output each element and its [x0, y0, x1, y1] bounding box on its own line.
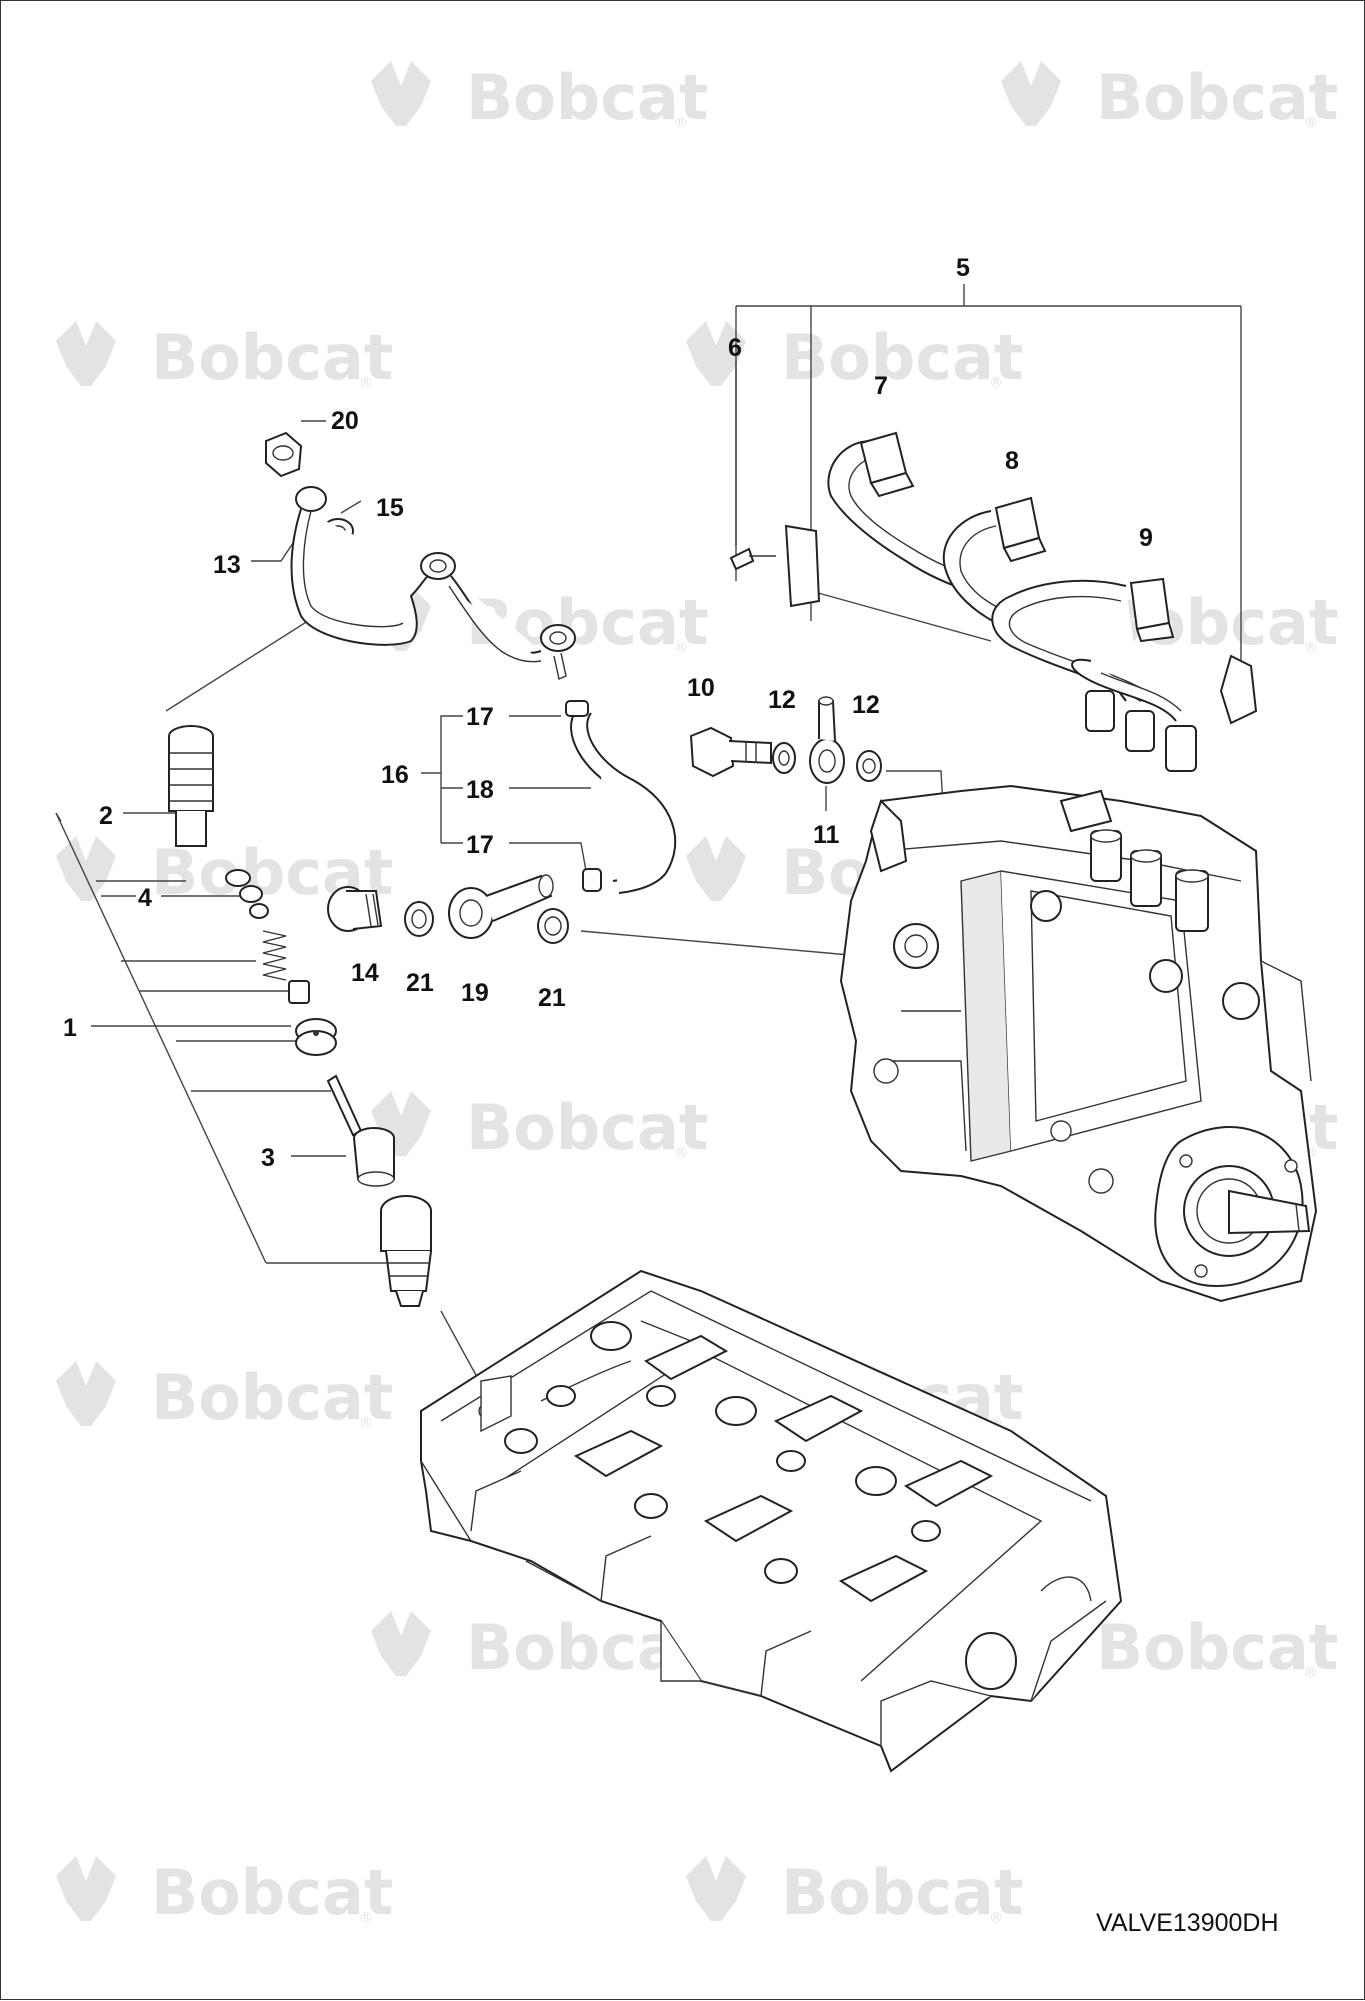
part-17-clamp-bottom	[582, 868, 602, 892]
watermark: Bobcat ®	[1001, 61, 1338, 134]
callout-11: 11	[813, 821, 840, 849]
callout-15: 15	[376, 494, 404, 522]
watermark: Bobcat ®	[371, 1611, 708, 1684]
watermark-text: Bobcat	[466, 61, 708, 134]
part-8-nut	[994, 496, 1047, 563]
svg-text:®: ®	[674, 640, 688, 656]
part-21-washer-left	[404, 901, 434, 937]
part-6-pipe-clamp	[729, 524, 1258, 725]
svg-text:®: ®	[674, 115, 688, 131]
watermark: Bobcat ®	[371, 1091, 708, 1164]
watermark: Bobcat ®	[56, 1361, 393, 1434]
watermark: Bobcat ®	[56, 836, 393, 909]
callout-10: 10	[687, 674, 715, 702]
part-5-injection-pipes	[827, 440, 1182, 722]
watermark-text: Bobcat	[1096, 1611, 1338, 1684]
part-10-bolt	[689, 726, 772, 778]
watermark: Bobcat ®	[686, 1856, 1023, 1929]
callout-5: 5	[956, 254, 970, 282]
svg-text:®: ®	[359, 1415, 373, 1431]
watermark-text: Bobcat	[151, 1361, 393, 1434]
part-21-washer-right	[537, 908, 569, 944]
part-11-banjo-fitting	[809, 696, 845, 784]
fuel-injection-pump	[839, 784, 1318, 1303]
watermark-text: Bobcat	[151, 1856, 393, 1929]
callout-19: 19	[461, 979, 489, 1007]
part-18-hose	[570, 710, 677, 894]
callout-2: 2	[99, 802, 113, 830]
part-7-nut	[859, 431, 915, 498]
callout-17a: 17	[466, 703, 494, 731]
svg-text:®: ®	[674, 1145, 688, 1161]
nozzle-nut	[380, 1195, 432, 1307]
watermark-text: Bobcat	[781, 321, 1023, 394]
part-3-nozzle	[353, 1127, 395, 1187]
svg-text:®: ®	[989, 375, 1003, 391]
injector-spacer	[295, 1018, 337, 1056]
part-4-o-rings	[225, 869, 269, 919]
watermark-text: Bobcat	[151, 321, 393, 394]
svg-text:®: ®	[989, 1910, 1003, 1926]
callout-20: 20	[331, 407, 359, 435]
svg-text:®: ®	[359, 375, 373, 391]
callout-6: 6	[728, 334, 742, 362]
callout-14: 14	[351, 959, 379, 987]
watermark: Bobcat ®	[56, 1856, 393, 1929]
figure-reference-code: VALVE13900DH	[1096, 1909, 1279, 1937]
callout-12b: 12	[852, 691, 880, 719]
svg-text:®: ®	[1304, 640, 1318, 656]
watermark: Bobcat ®	[56, 321, 393, 394]
part-19-banjo-fitting	[448, 874, 554, 939]
callout-13: 13	[213, 551, 241, 579]
part-20-nut	[265, 431, 303, 478]
watermark: Bobcat ®	[371, 61, 708, 134]
callout-labels: 5 6 7 8 9 10 12 12 11 20 15 13 17 16 18 …	[63, 254, 1153, 1172]
part-12-washer-right	[856, 750, 882, 782]
part-2-nozzle-holder	[168, 725, 214, 847]
callout-7: 7	[874, 372, 888, 400]
callout-1: 1	[63, 1014, 77, 1042]
callout-4: 4	[138, 884, 152, 912]
watermark-text: Bobcat	[781, 1856, 1023, 1929]
part-9-nut	[1129, 577, 1175, 643]
callout-3: 3	[261, 1144, 275, 1172]
watermark-text: Bobcat	[466, 1091, 708, 1164]
callout-12a: 12	[768, 686, 796, 714]
watermark-text: Bobcat	[1096, 61, 1338, 134]
svg-text:®: ®	[359, 1910, 373, 1926]
callout-16: 16	[381, 761, 409, 789]
callout-9: 9	[1139, 524, 1153, 552]
part-1-injector-assembly	[168, 725, 432, 1307]
callout-18: 18	[466, 776, 494, 804]
part-12-washer-left	[772, 742, 796, 774]
cylinder-head	[420, 1269, 1123, 1773]
injector-spring	[262, 930, 287, 981]
part-17-clamp-top	[565, 700, 589, 717]
callout-21a: 21	[406, 969, 434, 997]
part-13-return-pipe	[290, 486, 576, 680]
injector-spindle	[288, 980, 310, 1004]
pipe-end-fittings	[1085, 690, 1197, 772]
svg-text:®: ®	[1304, 1665, 1318, 1681]
callout-21b: 21	[538, 984, 566, 1012]
injector-needle	[326, 1074, 363, 1137]
part-14-bolt	[327, 886, 383, 932]
watermark: Bobcat ®	[371, 586, 708, 659]
svg-text:®: ®	[1304, 115, 1318, 131]
callout-8: 8	[1005, 447, 1019, 475]
watermark: Bobcat ®	[686, 321, 1023, 394]
callout-17b: 17	[466, 831, 494, 859]
